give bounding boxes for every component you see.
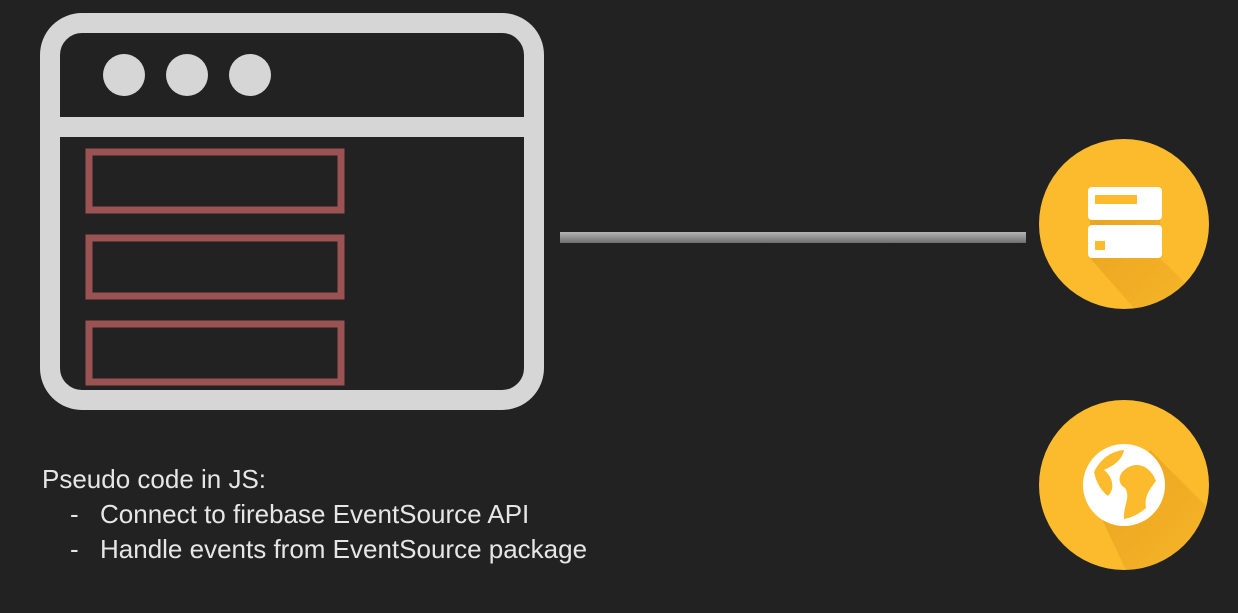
window-dot-icon <box>166 54 208 96</box>
list-item-placeholder <box>85 320 345 386</box>
connection-line <box>560 232 1026 243</box>
server-icon <box>1039 139 1209 309</box>
browser-toolbar-divider <box>50 117 534 137</box>
list-item-text: Connect to firebase EventSource API <box>100 499 530 529</box>
list-item-placeholder <box>85 148 345 214</box>
list-item-placeholder <box>85 234 345 300</box>
globe-icon <box>1039 400 1209 570</box>
list-item: - Connect to firebase EventSource API <box>70 497 587 532</box>
notes-list: - Connect to firebase EventSource API - … <box>42 497 587 567</box>
globe-land-west <box>1094 450 1124 496</box>
globe-land-east <box>1119 464 1156 519</box>
pseudo-code-notes: Pseudo code in JS: - Connect to firebase… <box>42 462 587 567</box>
window-dot-icon <box>229 54 271 96</box>
server-led-bottom <box>1095 241 1105 250</box>
server-unit-bottom <box>1088 225 1162 258</box>
server-slot-top <box>1095 195 1137 204</box>
bullet-dash: - <box>70 499 79 529</box>
bullet-dash: - <box>70 534 79 564</box>
window-dot-icon <box>103 54 145 96</box>
browser-window-icon <box>40 13 544 410</box>
list-item-text: Handle events from EventSource package <box>100 534 588 564</box>
browser-frame <box>40 13 544 410</box>
notes-heading: Pseudo code in JS: <box>42 464 267 494</box>
list-item: - Handle events from EventSource package <box>70 532 587 567</box>
